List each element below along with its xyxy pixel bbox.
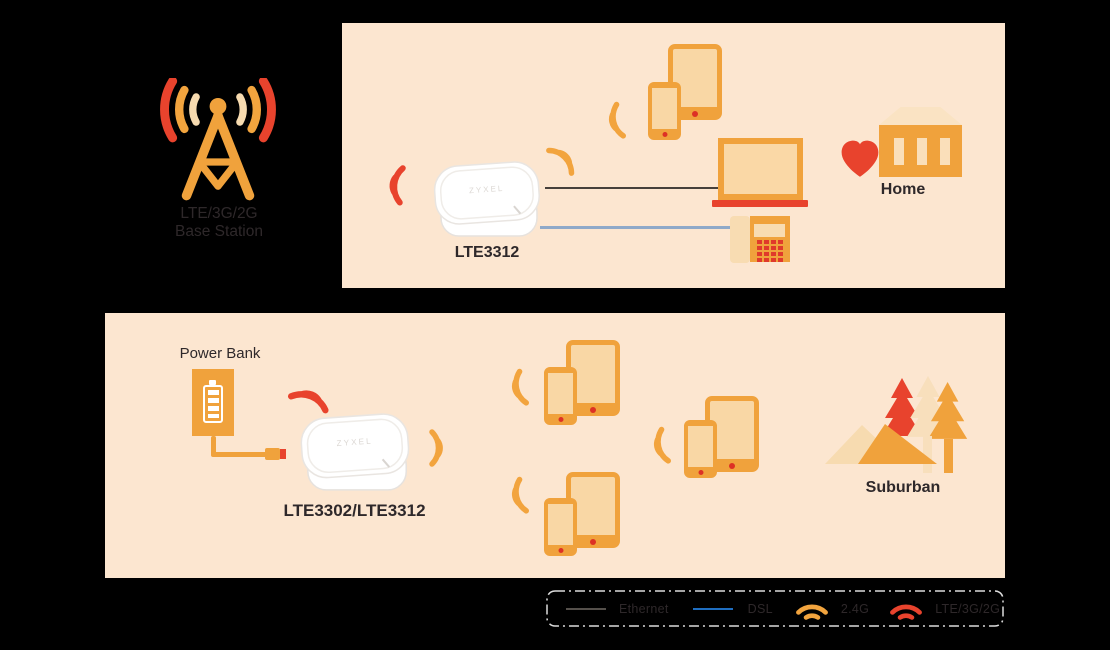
suburban-scenario-panel: Power Bank ZYXEL LTE3302/LTE3312 xyxy=(105,313,1005,578)
phone-keypad xyxy=(757,240,783,262)
tablet-icon xyxy=(566,340,620,416)
base-station-tower-icon xyxy=(160,78,276,201)
router-brand-logo: ZYXEL xyxy=(336,437,373,449)
wave-left-outer xyxy=(160,78,178,143)
usb-cable xyxy=(211,452,269,457)
smartphone-icon xyxy=(544,367,577,425)
router-lte3302-lte3312: ZYXEL xyxy=(300,413,410,491)
battery-bars xyxy=(207,390,219,418)
legend-item-24g: 2.4G xyxy=(795,597,869,621)
lte-signal-icon xyxy=(389,165,406,206)
router-lte3312: ZYXEL xyxy=(433,161,540,237)
ethernet-line xyxy=(545,187,719,189)
dsl-line-swatch xyxy=(692,607,733,610)
legend-24g-label: 2.4G xyxy=(840,601,870,616)
router-brand-logo: ZYXEL xyxy=(469,184,505,195)
house-window xyxy=(940,138,950,165)
wifi-24g-signal-icon xyxy=(511,476,529,514)
laptop-icon xyxy=(712,138,808,208)
wifi-24g-legend-icon xyxy=(795,604,828,620)
usb-plug xyxy=(265,448,280,460)
home-scenario-panel: ZYXEL LTE3312 xyxy=(342,23,1005,288)
suburban-label: Suburban xyxy=(865,479,941,496)
wave-right-mid xyxy=(247,85,261,134)
base-station-label-line2: Base Station xyxy=(175,223,263,240)
house-window xyxy=(917,138,927,165)
device-pair xyxy=(544,472,620,558)
router-lte3312-label: LTE3312 xyxy=(454,244,520,261)
home-label: Home xyxy=(880,181,926,198)
wifi-24g-signal-icon xyxy=(653,426,671,464)
lte-legend-icon xyxy=(890,604,923,620)
base-station-label: LTE/3G/2G Base Station xyxy=(139,205,299,241)
wave-right-outer xyxy=(258,78,276,143)
legend-ethernet-label: Ethernet xyxy=(619,601,669,616)
smartphone-icon xyxy=(544,498,577,556)
wifi-24g-signal-icon xyxy=(546,147,575,176)
phone-handset xyxy=(730,216,750,263)
legend-item-dsl: DSL xyxy=(692,601,773,616)
usb-cable xyxy=(211,436,216,456)
mountain-orange xyxy=(858,424,937,464)
house-window xyxy=(894,138,904,165)
power-bank-icon xyxy=(192,369,234,436)
tower xyxy=(181,97,255,201)
heart-icon xyxy=(841,140,879,177)
smartphone-icon xyxy=(648,82,681,140)
laptop-screen xyxy=(718,138,803,200)
legend-item-lte: LTE/3G/2G xyxy=(889,597,1000,621)
legend: Ethernet DSL 2.4G LTE/3G/2G xyxy=(546,590,1004,627)
battery-icon xyxy=(203,380,223,423)
tree-trunk xyxy=(944,439,953,473)
device-pair xyxy=(544,340,620,426)
device-pair xyxy=(684,396,759,482)
tree-trunk xyxy=(923,436,932,473)
legend-dsl-label: DSL xyxy=(747,601,773,616)
phone-display xyxy=(754,224,785,237)
wave-right-inner xyxy=(236,93,247,126)
dsl-line xyxy=(540,226,730,229)
smartphone-icon xyxy=(684,420,717,478)
desk-phone-icon xyxy=(730,215,792,263)
wifi-24g-signal-icon xyxy=(511,368,529,406)
power-bank-label: Power Bank xyxy=(179,345,261,362)
legend-item-ethernet: Ethernet xyxy=(566,602,669,616)
base-station-label-line1: LTE/3G/2G xyxy=(180,205,258,222)
ethernet-line-swatch xyxy=(566,607,606,610)
laptop-base xyxy=(712,200,808,207)
device-pair xyxy=(648,44,723,140)
usb-plug-tip xyxy=(280,449,286,459)
wave-left-inner xyxy=(189,93,200,126)
wave-left-mid xyxy=(175,85,189,134)
lte-signal-icon xyxy=(287,390,329,414)
legend-lte-label: LTE/3G/2G xyxy=(935,601,1001,616)
suburban-icon xyxy=(825,376,968,473)
legend-border xyxy=(546,590,1004,627)
wifi-24g-signal-icon xyxy=(608,101,626,139)
router-lte3302-label: LTE3302/LTE3312 xyxy=(283,501,426,520)
phone-body xyxy=(750,216,790,262)
wifi-24g-signal-icon xyxy=(429,429,443,467)
home-icon xyxy=(837,107,967,199)
house-roof xyxy=(879,107,962,125)
